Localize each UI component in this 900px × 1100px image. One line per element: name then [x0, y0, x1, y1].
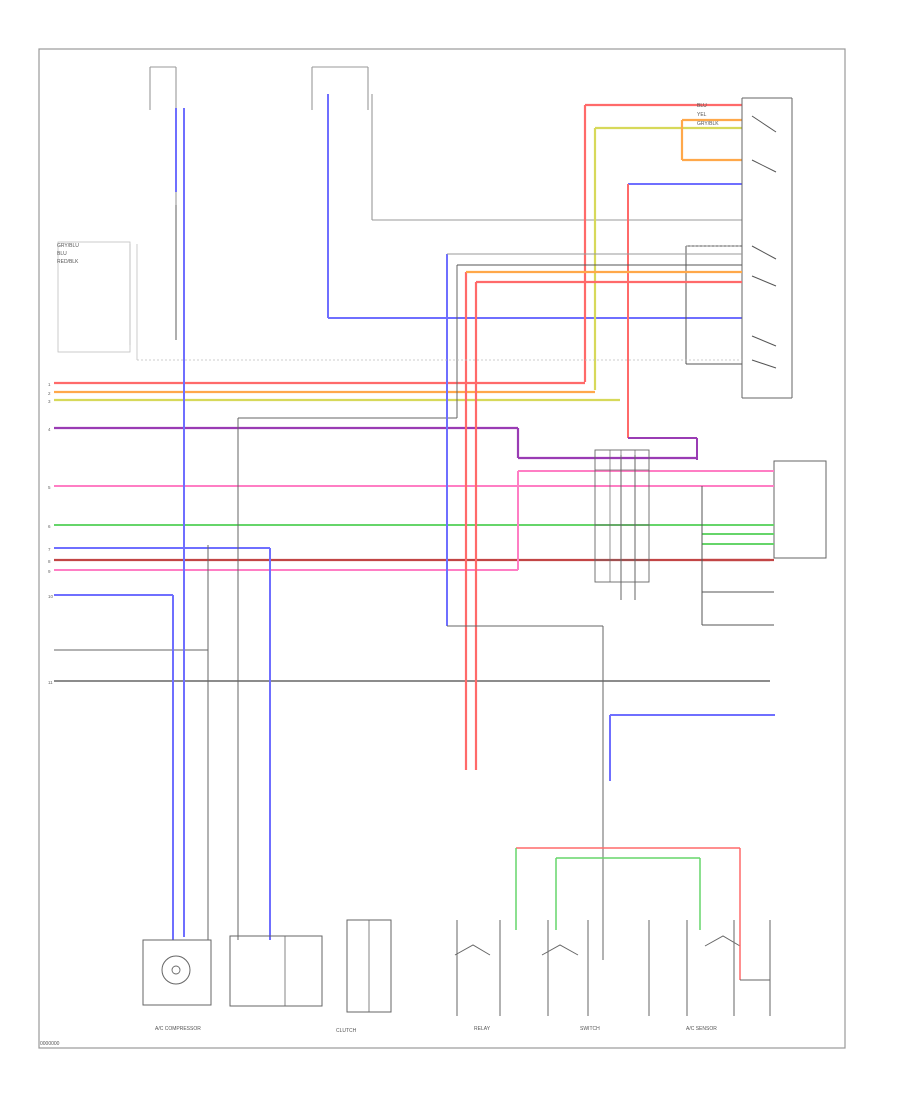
connector-left-label-1: GRY/BLU	[57, 243, 79, 249]
wire-label-9: 9	[48, 569, 51, 574]
component-label-2: CLUTCH	[336, 1028, 357, 1034]
bus-labels: 1 2 3 4 5 6 7 8 9 10 11 GRY/BLU BLU RED/…	[40, 103, 719, 1047]
wire-label-2: 2	[48, 391, 51, 396]
wire-label-6: 6	[48, 524, 51, 529]
connector-left-label-2: BLU	[57, 251, 67, 257]
wire-label-11: 11	[48, 680, 53, 685]
relay-block	[685, 97, 793, 399]
wire-label-10: 10	[48, 594, 54, 599]
top-section	[149, 66, 742, 460]
left-connector	[57, 241, 742, 361]
connector-right-label-2: YEL	[697, 112, 707, 118]
connector-left-label-3: RED/BLK	[57, 259, 79, 265]
component-label-3: RELAY	[474, 1026, 491, 1032]
connector-right-label-1: BLU	[697, 103, 707, 109]
wire-label-8: 8	[48, 559, 51, 564]
bottom-left-code: 0000000	[40, 1041, 60, 1047]
middle-connector	[594, 449, 650, 583]
wire-label-3: 3	[48, 399, 51, 404]
component-label-4: SWITCH	[580, 1026, 600, 1032]
wire-label-7: 7	[48, 547, 51, 552]
wire-label-5: 5	[48, 485, 51, 490]
diagram-border	[38, 48, 846, 1049]
wire-label-1: 1	[48, 382, 51, 387]
right-sensor-block	[701, 460, 827, 626]
connector-right-label-3: GRY/BLK	[697, 121, 719, 127]
component-label-5: A/C SENSOR	[686, 1026, 717, 1032]
bottom-components	[142, 847, 771, 1016]
wire-label-4: 4	[48, 427, 51, 432]
component-label-1: A/C COMPRESSOR	[155, 1026, 201, 1032]
